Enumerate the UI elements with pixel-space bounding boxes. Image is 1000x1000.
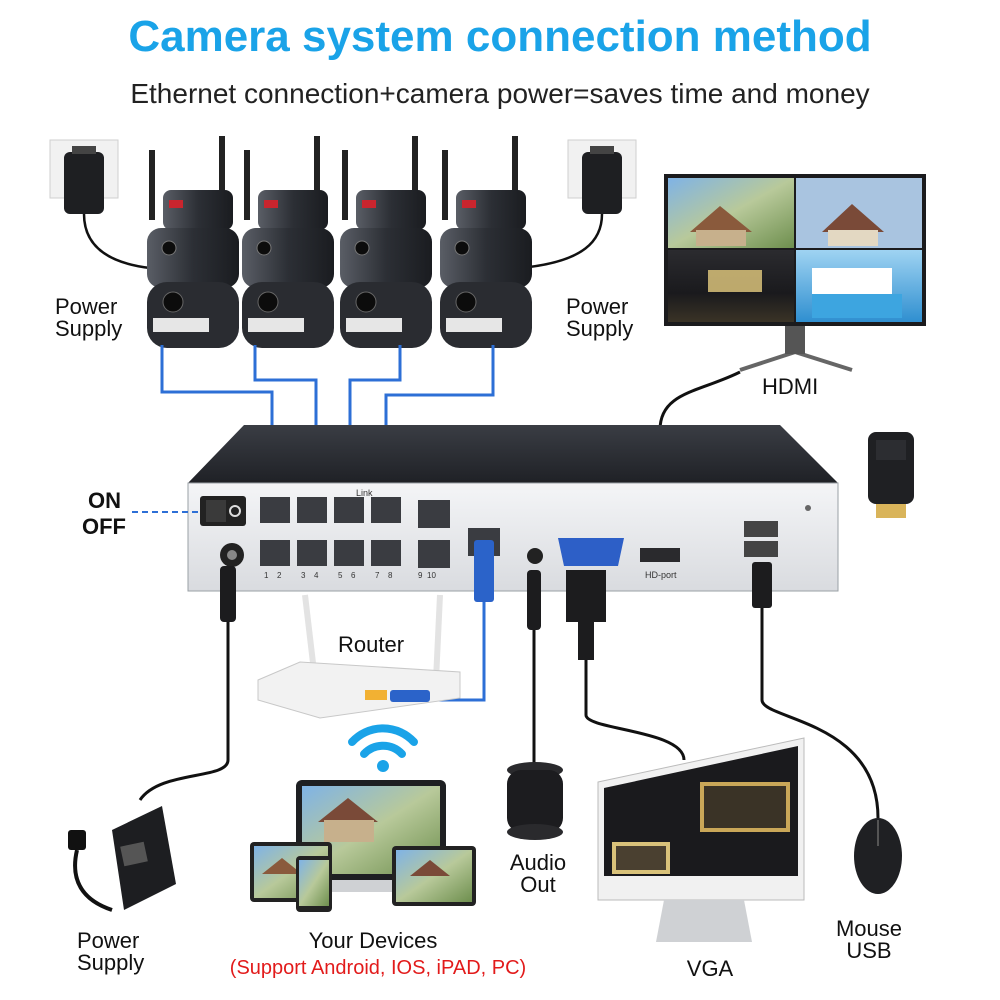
wall-adapter-icon [519, 139, 637, 270]
imac-icon [597, 737, 805, 942]
camera-icon [440, 136, 532, 348]
wifi-icon [348, 724, 418, 772]
page-subtitle: Ethernet connection+camera power=saves t… [130, 78, 870, 109]
power-supply-left-label: Power Supply [55, 294, 123, 341]
mouse-usb-label: Mouse USB [835, 916, 903, 963]
page-title: Camera system connection method [128, 12, 872, 61]
nvr-icon [187, 425, 839, 592]
mouse-icon [854, 818, 902, 894]
vga-cable [566, 570, 686, 761]
camera-icon [147, 136, 239, 348]
router-label: Router [338, 632, 405, 657]
monitor-icon [664, 174, 926, 372]
usb-cable [752, 562, 880, 819]
vga-label: VGA [686, 956, 734, 981]
tablet-icon [392, 846, 476, 906]
your-devices-label: Your Devices [308, 928, 438, 953]
speaker-icon [507, 762, 563, 840]
support-note: (Support Android, IOS, iPAD, PC) [229, 957, 527, 979]
power-brick-icon [68, 806, 176, 912]
camera-icon [340, 136, 432, 348]
hd-port-label: HD-port [645, 570, 677, 580]
router-icon [257, 594, 461, 719]
on-label: ON [88, 488, 121, 513]
power-cable [138, 566, 236, 801]
hdmi-label: HDMI [762, 374, 819, 399]
wall-adapter-icon [49, 139, 151, 270]
off-label: OFF [82, 514, 126, 539]
ethernet-cables [160, 345, 495, 455]
audio-cable [527, 570, 541, 770]
audio-out-label: Audio Out [509, 850, 567, 897]
phone-icon [296, 856, 332, 912]
power-supply-right-label: Power Supply [566, 294, 634, 341]
camera-icon [242, 136, 334, 348]
hdmi-adapter-icon [868, 432, 914, 518]
link-label: Link [356, 488, 373, 498]
power-supply-bottom-label: Power Supply [77, 928, 145, 975]
